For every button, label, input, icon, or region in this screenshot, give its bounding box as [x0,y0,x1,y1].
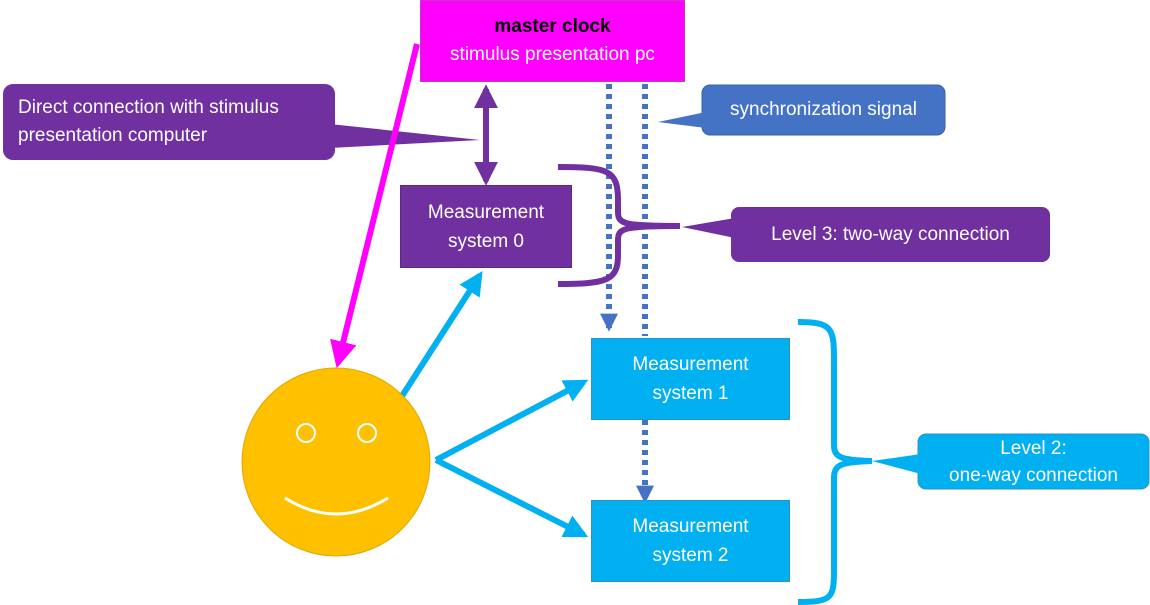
level3-brace [557,164,681,287]
direct-connection-line2: presentation computer [18,125,208,146]
level3-callout: Level 3: two-way connection [731,207,1050,262]
master-to-participant-arrow [330,43,420,369]
level2-line1: Level 2: [1000,437,1067,459]
master-clock-box: master clock stimulus presentation pc [420,0,685,82]
participant-to-system-0-arrow [399,270,483,398]
level3-label: Level 3: two-way connection [771,223,1010,245]
measurement-system-2-line1: Measurement [632,516,749,537]
participant-to-system-1-arrow [434,379,589,463]
direct-connection-callout-shape [3,84,480,160]
sync-signal-label: synchronization signal [730,99,917,120]
participant-to-system-2-arrow [434,457,589,538]
level3-callout-shape [682,207,1050,262]
master-clock-title: master clock [494,16,611,37]
measurement-system-2: Measurement system 2 [591,500,790,582]
direct-connection-line1: Direct connection with stimulus [18,97,279,118]
smiley-face-icon [241,367,431,557]
measurement-system-1-line2: system 1 [652,383,729,404]
level2-callout: Level 2: one-way connection [918,434,1149,489]
direct-connection-callout: Direct connection with stimulus presenta… [3,84,335,160]
sync-signal-callout: synchronization signal [702,85,945,135]
measurement-system-1-line1: Measurement [632,354,749,375]
master-clock-subtitle: stimulus presentation pc [450,44,655,65]
measurement-system-0-line2: system 0 [447,230,525,252]
measurement-system-1: Measurement system 1 [591,338,790,420]
sync-signal-callout-shape [658,84,946,136]
level2-brace [797,319,873,605]
level2-line2: one-way connection [949,464,1118,486]
level2-callout-shape [872,433,1150,490]
measurement-system-0-line1: Measurement [427,201,545,223]
measurement-system-0: Measurement system 0 [400,185,572,268]
measurement-system-2-line2: system 2 [652,545,729,566]
